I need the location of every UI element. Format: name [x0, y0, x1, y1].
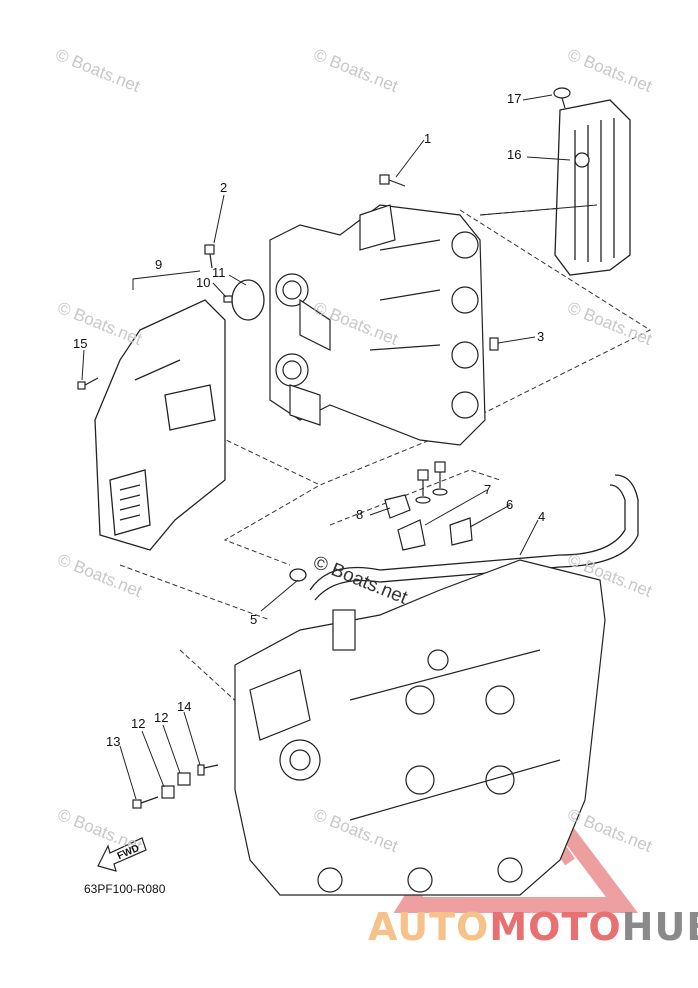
- fwd-arrow-icon: [97, 837, 147, 872]
- cover-bolt: [553, 87, 571, 109]
- callout-4: 4: [538, 509, 546, 524]
- callout-3: 3: [537, 329, 545, 344]
- callout-16: 16: [507, 147, 522, 162]
- brand-wordmark: AUTOMOTOHUB: [368, 905, 698, 949]
- callout-2: 2: [220, 180, 228, 195]
- callout-17: 17: [507, 91, 522, 106]
- valve-cover: [554, 99, 631, 276]
- part-code: 63PF100-R080: [84, 882, 166, 896]
- callout-13: 13: [106, 734, 121, 749]
- callout-11: 11: [212, 265, 226, 280]
- exhaust-cover: [94, 299, 226, 551]
- callout-14: 14: [177, 699, 192, 714]
- callout-12a: 12: [131, 716, 146, 731]
- callout-1: 1: [424, 131, 432, 146]
- leader-lines: [81, 94, 598, 800]
- brand-part-hub: HUB: [621, 905, 698, 949]
- callout-10: 10: [196, 275, 211, 290]
- callout-9: 9: [155, 257, 163, 272]
- callout-12b: 12: [154, 710, 169, 725]
- callout-5: 5: [250, 612, 258, 627]
- callout-6: 6: [506, 497, 514, 512]
- callout-7: 7: [484, 482, 492, 497]
- brand-part-moto: MOTO: [489, 905, 622, 949]
- brand-part-auto: AUTO: [368, 905, 490, 949]
- o-ring: [231, 279, 265, 321]
- engine-block: [234, 559, 606, 896]
- bolts: [77, 174, 499, 504]
- callout-15: 15: [73, 336, 88, 351]
- clamp-brackets: [384, 494, 473, 551]
- hose: [289, 474, 639, 601]
- cylinder-head: [269, 204, 486, 446]
- callout-8: 8: [356, 507, 364, 522]
- small-fasteners: [132, 764, 219, 809]
